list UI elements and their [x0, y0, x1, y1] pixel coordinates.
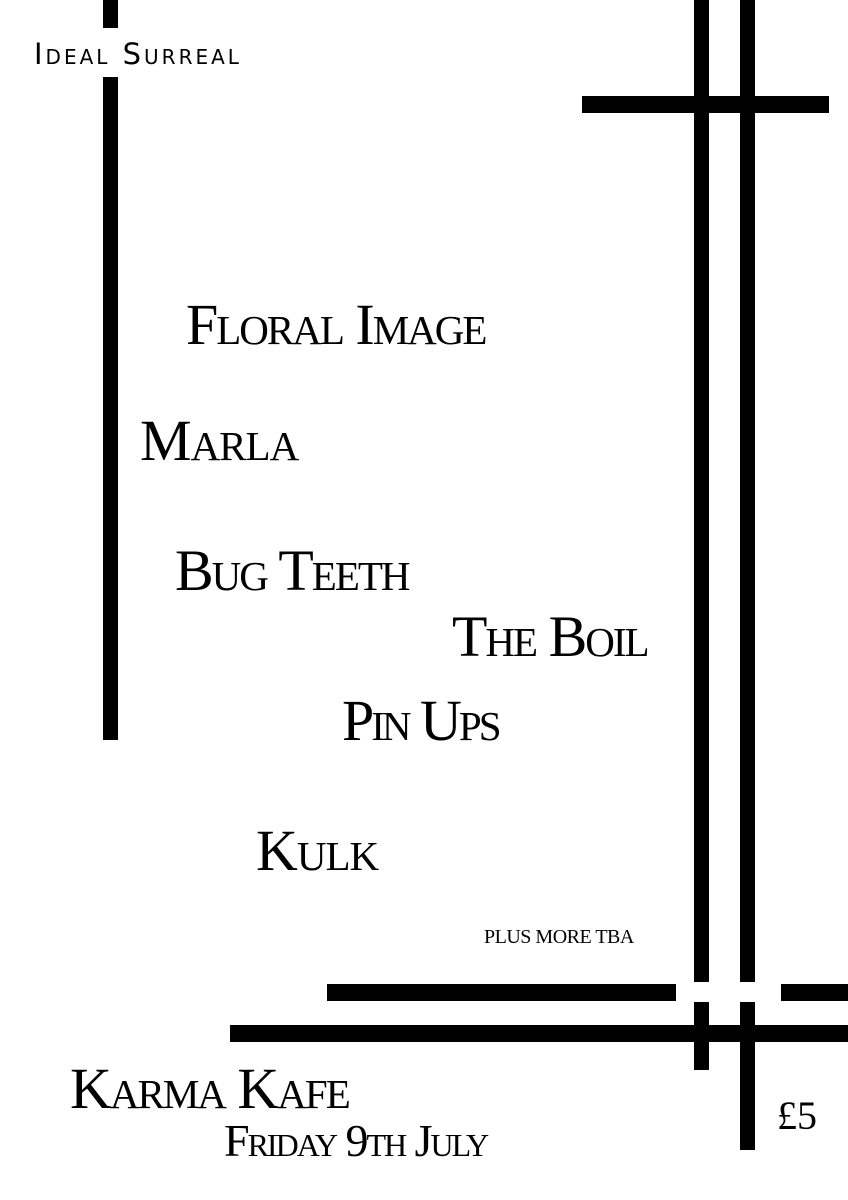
left-vertical-bar-top: [103, 0, 118, 28]
band-kulk: Kulk: [256, 818, 379, 883]
band-bug-teeth: Bug Teeth: [175, 538, 411, 603]
right-vertical-bar-outer-upper: [740, 0, 755, 982]
band-the-boil: The Boil: [452, 604, 650, 669]
band-pin-ups: Pin Ups: [342, 688, 502, 753]
event-date: Friday 9th July: [224, 1115, 489, 1166]
middle-horizontal-bar-right: [781, 984, 848, 1001]
band-floral-image: Floral Image: [186, 292, 487, 357]
collective-name: Ideal Surreal: [34, 37, 242, 71]
plus-more-note: Plus more TBA: [484, 926, 634, 948]
venue-name: Karma Kafe: [70, 1056, 351, 1121]
band-marla: Marla: [140, 408, 299, 473]
top-right-horizontal-bar: [582, 96, 829, 113]
right-vertical-bar-inner-upper: [694, 0, 709, 982]
middle-horizontal-bar-left: [327, 984, 676, 1001]
ticket-price: £5: [777, 1093, 817, 1138]
lower-horizontal-bar: [230, 1025, 848, 1042]
left-vertical-bar: [103, 77, 118, 740]
